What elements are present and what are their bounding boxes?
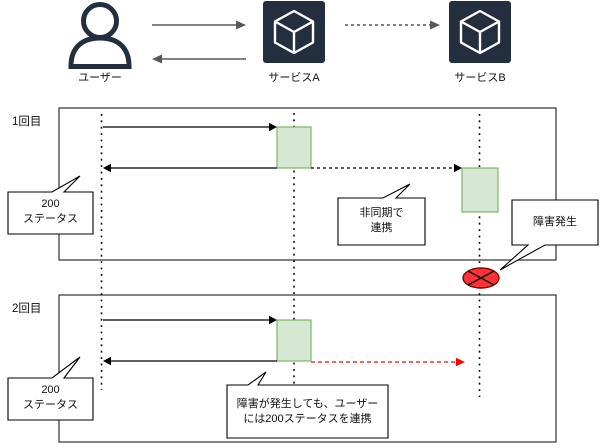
activation-service-b-1 [461, 167, 499, 213]
response-arrow-2 [103, 356, 277, 366]
callout-async-note-text: 非同期で 連携 [359, 207, 404, 235]
activation-service-a-2 [276, 319, 312, 362]
callout-failure-note [499, 199, 599, 271]
request-arrow-2 [103, 315, 277, 325]
section-2-frame [58, 294, 557, 443]
service-b-icon [449, 1, 511, 63]
service-a-label: サービスA [268, 72, 320, 84]
response-arrow-1 [103, 163, 277, 173]
section-2-label: 2回目 [12, 303, 42, 315]
async-arrow-1 [311, 163, 462, 173]
callout-resilience-note-text: 障害が発生しても、ユーザー には200ステータスを連携 [236, 398, 379, 426]
user-head-icon [81, 2, 119, 40]
failure-x-marker [462, 267, 500, 289]
callout-status-200-second [7, 356, 94, 421]
cube-icon [459, 9, 501, 55]
section-1-frame [58, 107, 557, 261]
cube-icon [273, 9, 315, 55]
callout-status-200-first [7, 175, 94, 235]
failed-async-arrow-2 [311, 357, 465, 367]
callout-status-200-second-text: 200 ステータス [23, 384, 78, 412]
user-to-service-a-arrow [152, 20, 246, 30]
callout-status-200-first-text: 200 ステータス [23, 198, 78, 226]
user-body-icon [68, 35, 132, 69]
request-arrow-1 [103, 122, 277, 132]
callout-async-note [337, 183, 426, 246]
service-a-to-service-b-dashed-arrow [345, 20, 440, 30]
user-label: ユーザー [78, 72, 122, 84]
callout-failure-note-text: 障害発生 [533, 216, 577, 228]
activation-service-a-1 [276, 126, 312, 169]
service-a-to-user-arrow [152, 54, 246, 64]
service-a-icon [263, 1, 325, 63]
service-b-label: サービスB [454, 72, 506, 84]
callout-resilience-note [226, 371, 389, 439]
user-icon [68, 2, 132, 69]
section-1-label: 1回目 [12, 116, 42, 128]
